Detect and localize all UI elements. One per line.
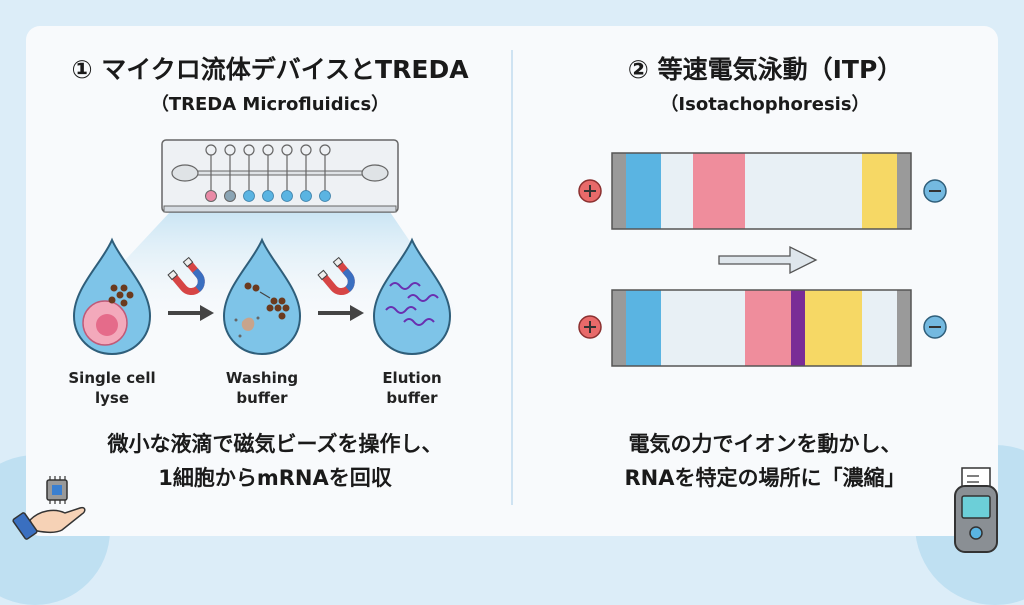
step-label-line2: buffer — [236, 389, 288, 407]
step-label-line2: buffer — [386, 389, 438, 407]
left-subtitle: （TREDA Microfluidics） — [150, 94, 390, 115]
step-label-lyse: Single cell lyse — [52, 368, 172, 408]
magnetic-beads-icon — [108, 284, 134, 307]
droplet-washing — [223, 239, 301, 355]
sample-band — [693, 153, 745, 229]
step-label-elution: Elution buffer — [352, 368, 472, 408]
diagram-graphics — [12, 139, 998, 553]
anode-icon-top — [578, 179, 602, 203]
magnet-icon-2 — [317, 256, 355, 295]
magnet-icon-1 — [167, 256, 205, 295]
left-caption-line1: 微小な液滴で磁気ビーズを操作し、 — [107, 432, 443, 456]
itp-channel-before — [611, 152, 912, 230]
left-title: ① マイクロ流体デバイスとTREDA — [71, 55, 469, 84]
right-subtitle: （Isotachophoresis） — [660, 94, 870, 115]
cathode-icon-top — [923, 179, 947, 203]
process-arrow-1 — [168, 305, 214, 321]
step-label-line1: Single cell — [68, 369, 156, 387]
microfluidic-chip — [161, 139, 399, 213]
step-label-washing: Washing buffer — [202, 368, 322, 408]
itp-channel-after — [611, 289, 912, 367]
process-arrow-2 — [318, 305, 364, 321]
movement-arrow — [259, 291, 271, 299]
debris-icon — [241, 317, 255, 331]
hand-holding-chip-icon — [12, 476, 86, 540]
droplet-elution — [373, 239, 451, 355]
right-title: ② 等速電気泳動（ITP） — [627, 55, 903, 84]
step-label-line1: Elution — [382, 369, 442, 387]
step-label-line2: lyse — [94, 389, 130, 407]
right-caption-line2: RNAを特定の場所に「濃縮」 — [624, 466, 906, 490]
mrna-strands-icon — [385, 282, 439, 326]
magnetic-beads-icon — [244, 282, 290, 320]
anode-icon-bottom — [578, 315, 602, 339]
cathode-icon-bottom — [923, 315, 947, 339]
concentrated-rna-band — [791, 290, 805, 366]
left-caption-line2: 1細胞からmRNAを回収 — [158, 466, 392, 490]
nucleus-icon — [96, 314, 118, 336]
handheld-analyzer-icon — [954, 467, 998, 553]
panel-divider — [511, 50, 513, 505]
step-label-line1: Washing — [225, 369, 299, 387]
droplet-lysis — [73, 239, 151, 355]
right-caption-line1: 電気の力でイオンを動かし、 — [628, 432, 902, 456]
migration-arrow — [718, 245, 818, 275]
